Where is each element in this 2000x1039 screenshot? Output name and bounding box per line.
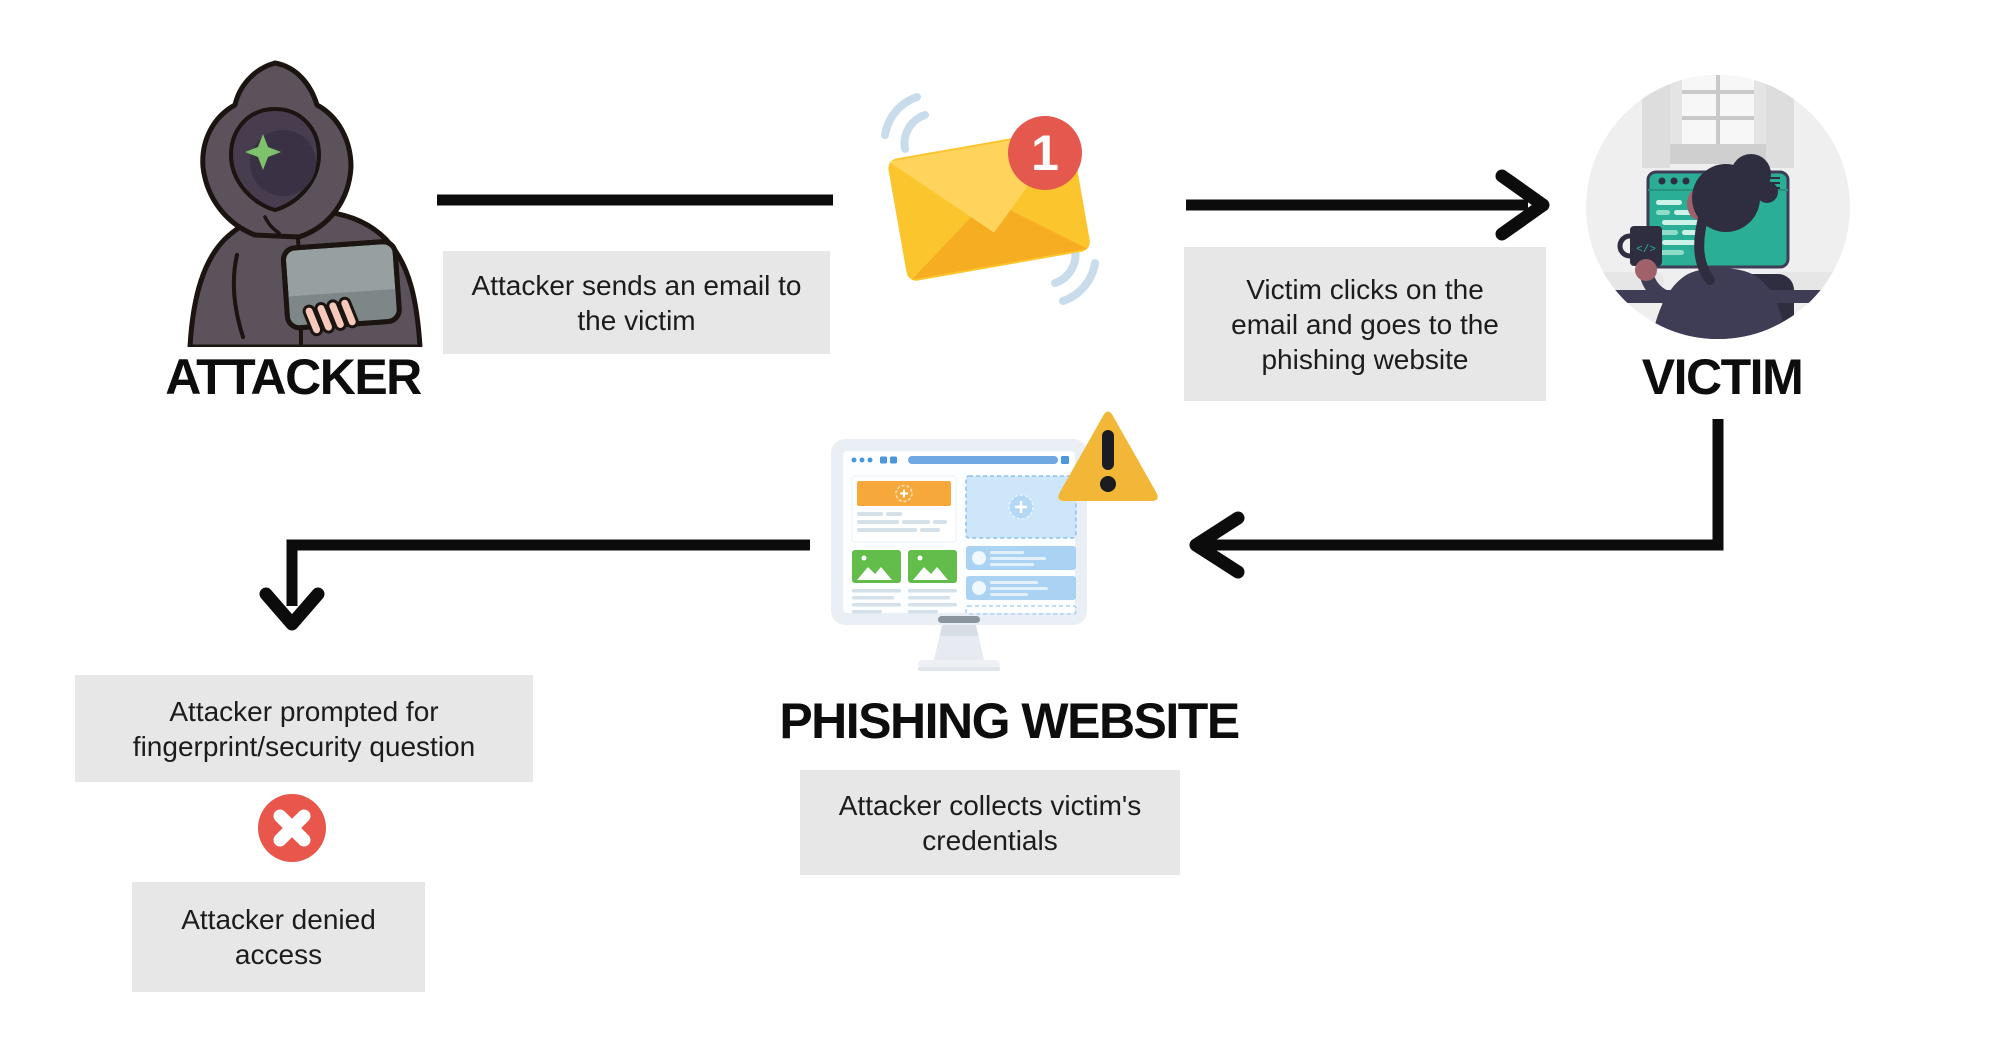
callout-attacker-prompted: Attacker prompted for fingerprint/securi… — [75, 675, 533, 782]
mug: </> — [1617, 226, 1662, 266]
comment-rows — [965, 546, 1077, 615]
victim-label: VICTIM — [1641, 349, 1804, 405]
browser-monitor-icon — [831, 439, 1087, 671]
callout-text: Attacker sends an email to the victim — [471, 269, 802, 336]
monitor-stand — [918, 625, 1000, 671]
callout-text: Victim clicks on the email and goes to t… — [1231, 273, 1499, 375]
hacker-hand — [302, 296, 359, 337]
window — [1642, 75, 1794, 168]
hacker-hood — [200, 60, 354, 240]
callout-text: Attacker denied access — [181, 904, 376, 970]
warning-triangle-icon — [1058, 411, 1158, 501]
arrow-phishing-to-attacker-prompt — [259, 539, 810, 631]
browser-topbar — [851, 456, 1069, 464]
arrowhead-left — [1189, 511, 1245, 579]
callout-victim-clicks-email: Victim clicks on the email and goes to t… — [1184, 247, 1546, 401]
arrowhead-down — [259, 587, 325, 631]
red-x-icon — [258, 794, 326, 862]
vibration-arcs — [881, 93, 1099, 305]
right-upload-panel — [965, 475, 1077, 539]
person-at-computer-icon: </> — [1586, 75, 1850, 339]
notification-badge: 1 — [1008, 116, 1082, 190]
callout-attacker-sends-email: Attacker sends an email to the victim — [443, 251, 830, 354]
hand — [1635, 259, 1657, 281]
arrowhead-right — [1495, 169, 1550, 241]
callout-text: Attacker collects victim's credentials — [838, 789, 1142, 856]
callout-attacker-collects-credentials: Attacker collects victim's credentials — [800, 770, 1180, 875]
envelope-fold — [911, 199, 1088, 280]
victim-person: </> — [1617, 154, 1788, 339]
image-thumbnails — [852, 550, 957, 614]
callout-attacker-denied: Attacker denied access — [132, 882, 425, 992]
person-body — [1650, 268, 1788, 339]
arrow-victim-to-phishing — [1189, 419, 1724, 579]
left-content-card — [851, 475, 957, 543]
attacker-label: ATTACKER — [165, 349, 422, 405]
hooded-hacker-icon — [187, 60, 423, 347]
face-shadow — [250, 130, 316, 196]
mug-glyph: </> — [1636, 244, 1656, 256]
phishing-website-label: PHISHING WEBSITE — [779, 693, 1240, 749]
envelope-notification-icon: 1 — [881, 93, 1099, 305]
badge-count: 1 — [1031, 125, 1059, 181]
arrow-email-to-victim — [1186, 169, 1550, 241]
monitor-chin-bar — [938, 616, 980, 623]
sparkle-icon — [245, 134, 281, 170]
desk — [1614, 290, 1826, 303]
callout-text: Attacker prompted for fingerprint/securi… — [132, 695, 476, 762]
